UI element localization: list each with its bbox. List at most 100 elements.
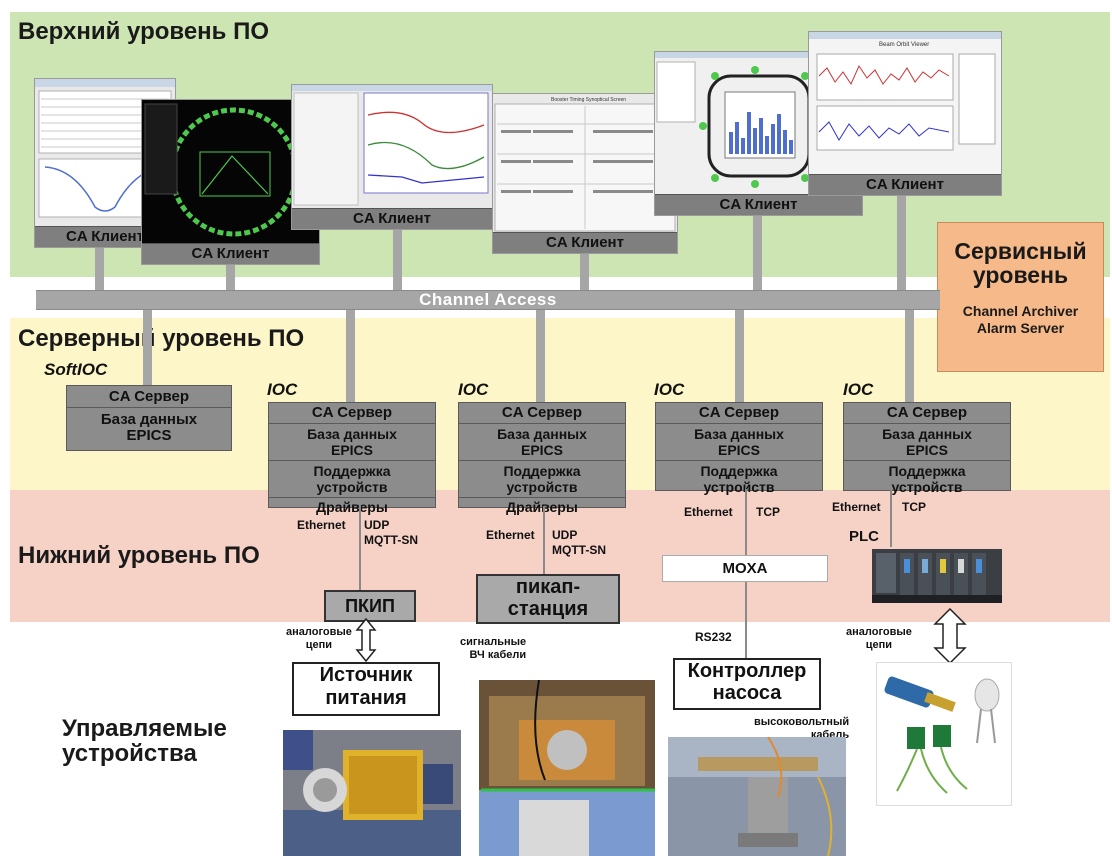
analog1-label: аналоговые цепи (286, 626, 352, 652)
analog1-double-arrow (355, 618, 377, 662)
plc-device-svg (872, 549, 1002, 603)
softioc-box: CA Сервер База данных EPICS (66, 385, 232, 451)
ioc2-database: База данных EPICS (459, 424, 625, 461)
client-screen-4: Booster Timing Synoptical Screen CA Клие… (492, 93, 678, 254)
ioc1-ca-server: CA Сервер (269, 403, 435, 424)
bottom-level-title: Нижний уровень ПО (18, 542, 260, 569)
client6-connector (897, 194, 906, 292)
channel-archiver-label: Channel Archiver (962, 303, 1079, 319)
analog2-double-arrow (933, 608, 967, 664)
ioc1-udp: UDP (364, 518, 390, 532)
ioc4-ethernet-label: Ethernet (832, 500, 881, 514)
screen3-contents (292, 85, 492, 206)
service-items: Channel Archiver Alarm Server (938, 303, 1103, 337)
ioc1-tag: IOC (267, 380, 298, 399)
client5-connector (753, 214, 762, 292)
ioc4-tag: IOC (843, 380, 874, 399)
softioc-db-line2: EPICS (126, 427, 172, 444)
screen6-title: Beam Orbit Viewer (879, 42, 930, 48)
ioc2-udp-label: UDP MQTT-SN (552, 528, 606, 558)
pickup-photo-svg (479, 680, 655, 856)
ioc2-device-support: Поддержка устройств (459, 461, 625, 498)
devices-title: Управляемые устройства (62, 716, 227, 766)
ioc2-ethernet-label: Ethernet (486, 528, 535, 542)
ioc2-support-line2: устройств (506, 479, 578, 495)
ioc2-db-line1: База данных (497, 426, 587, 442)
service-title-line2: уровень (972, 262, 1069, 288)
power-line1: Источник (319, 664, 413, 686)
client1-label: CA Клиент (35, 226, 175, 247)
ioc3-ca-server: CA Сервер (656, 403, 822, 424)
ioc3-ethernet-label: Ethernet (684, 505, 733, 519)
ioc4-device-support: Поддержка устройств (844, 461, 1010, 497)
client1-connector (95, 246, 104, 292)
channel-access-bus: Channel Access (36, 290, 940, 310)
screen4-title: Booster Timing Synoptical Screen (551, 97, 627, 103)
pickup-station-box: пикап- станция (476, 574, 620, 624)
ioc1-to-pkip-line (359, 506, 361, 590)
analog1-line2: цепи (305, 639, 333, 651)
pickup-line2: станция (507, 598, 589, 620)
plc-device-image (872, 545, 1002, 605)
ioc4-database: База данных EPICS (844, 424, 1010, 461)
ioc1-ethernet-label: Ethernet (297, 518, 346, 532)
screen6-contents (809, 32, 1001, 151)
client3-connector (393, 228, 402, 292)
pump-line2: насоса (712, 682, 782, 704)
magnet-photo (283, 730, 461, 856)
devices-title-line2: устройства (62, 740, 197, 767)
ioc3-db-line2: EPICS (717, 442, 760, 458)
ioc4-support-line1: Поддержка (888, 463, 966, 479)
ioc4-connector (905, 306, 914, 402)
ioc3-to-moxa-line (745, 489, 747, 555)
client2-label: CA Клиент (142, 243, 319, 264)
ioc4-db-line2: EPICS (905, 442, 948, 458)
rs232-label: RS232 (695, 630, 732, 644)
pump-photo (668, 737, 846, 856)
ioc1-db-line2: EPICS (330, 442, 373, 458)
client6-label: CA Клиент (809, 174, 1001, 195)
screen5-contents (655, 52, 862, 188)
ioc4-box: CA Сервер База данных EPICS Поддержка ус… (843, 402, 1011, 495)
ioc1-connector (346, 306, 355, 402)
signal-line1: сигнальные (460, 636, 527, 648)
ioc2-ca-server: CA Сервер (459, 403, 625, 424)
ioc2-tag: IOC (458, 380, 489, 399)
ioc1-device-support: Поддержка устройств (269, 461, 435, 498)
ioc3-support-line2: устройств (703, 479, 775, 495)
ioc4-tcp-label: TCP (902, 500, 926, 514)
ioc2-db-line2: EPICS (520, 442, 563, 458)
client-screen-2: CA Клиент (141, 99, 320, 265)
ioc2-mqtt: MQTT-SN (552, 543, 606, 557)
ioc3-db-line1: База данных (694, 426, 784, 442)
service-level-box: Сервисный уровень Channel Archiver Alarm… (937, 222, 1104, 372)
ioc3-support-line1: Поддержка (700, 463, 778, 479)
ioc2-support-line1: Поддержка (503, 463, 581, 479)
devices-title-line1: Управляемые (62, 715, 227, 742)
ioc1-db-line1: База данных (307, 426, 397, 442)
ioc1-support-line2: устройств (316, 479, 388, 495)
ioc4-to-plc-line (890, 489, 892, 547)
channel-access-label: Channel Access (419, 290, 557, 309)
softioc-database: База данных EPICS (67, 408, 231, 448)
ioc3-device-support: Поддержка устройств (656, 461, 822, 497)
client5-label: CA Клиент (655, 194, 862, 215)
ioc2-udp: UDP (552, 528, 578, 542)
client4-connector (580, 252, 589, 292)
softioc-connector (143, 306, 152, 386)
client-screen-3: CA Клиент (291, 84, 493, 230)
ioc2-connector (536, 306, 545, 402)
ioc3-connector (735, 306, 744, 402)
ioc4-support-line2: устройств (891, 479, 963, 495)
pump-photo-svg (668, 737, 846, 856)
signal-line2: ВЧ кабели (469, 649, 527, 661)
pickup-station-photo (479, 680, 655, 856)
ioc4-ca-server: CA Сервер (844, 403, 1010, 424)
power-supply-box: Источник питания (292, 662, 440, 716)
client4-label: CA Клиент (493, 232, 677, 253)
magnet-photo-svg (283, 730, 461, 856)
ioc1-box: CA Сервер База данных EPICS Поддержка ус… (268, 402, 436, 515)
analog2-label: аналоговые цепи (846, 626, 912, 652)
softioc-db-line1: База данных (100, 411, 198, 428)
sensors-photo-svg (877, 663, 1011, 805)
